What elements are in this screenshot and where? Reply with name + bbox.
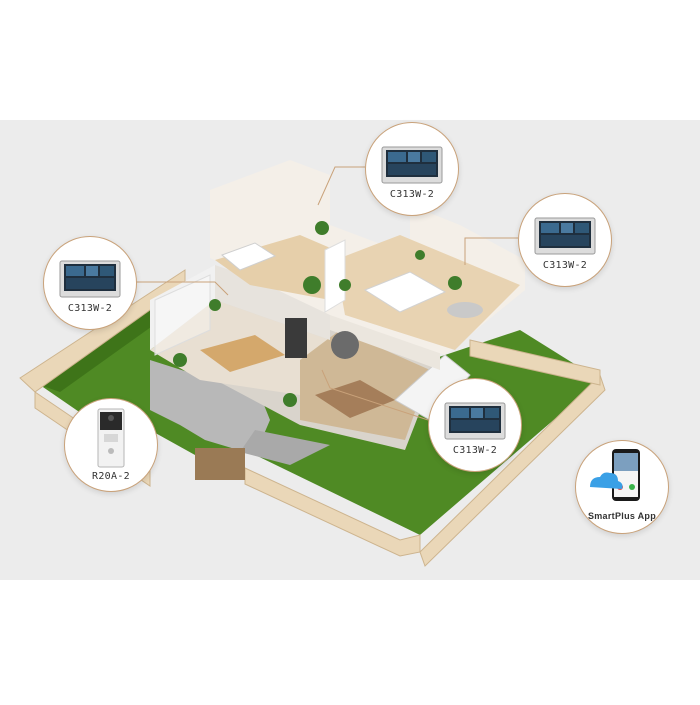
callout-label: C313W-2 [452,445,498,456]
monitor-callout-left: C313W-2 [43,236,137,330]
callout-label: R20A-2 [92,471,130,482]
door-phone-icon [97,408,125,468]
door-phone-callout: R20A-2 [64,398,158,492]
callout-lines [135,166,518,421]
indoor-monitor-icon [381,146,443,184]
refrigerator [285,318,307,358]
smartphone-app-icon [590,449,640,501]
gravel-path [150,360,270,455]
callout-label: SmartPlus App [587,511,657,521]
round-mirror [331,331,359,359]
kitchen-island [200,335,285,372]
callout-label: C313W-2 [389,189,435,200]
indoor-monitor-icon [59,260,121,298]
round-rug [447,302,483,318]
callout-label: C313W-2 [67,303,113,314]
stairs [394,354,471,421]
monitor-callout-right: C313W-2 [518,193,612,287]
gate [195,448,245,480]
monitor-callout-top: C313W-2 [365,122,459,216]
callout-label: C313W-2 [542,260,588,271]
indoor-monitor-icon [534,217,596,255]
bed [363,271,447,313]
plants [173,221,462,407]
app-callout: SmartPlus App [575,440,669,534]
gravel-path-front [240,430,330,465]
interior-wall [324,239,346,313]
glass-wall [154,274,211,356]
bathtub [221,242,277,271]
monitor-callout-bottom: C313W-2 [428,378,522,472]
indoor-monitor-icon [444,402,506,440]
kitchen-wall [150,265,215,350]
